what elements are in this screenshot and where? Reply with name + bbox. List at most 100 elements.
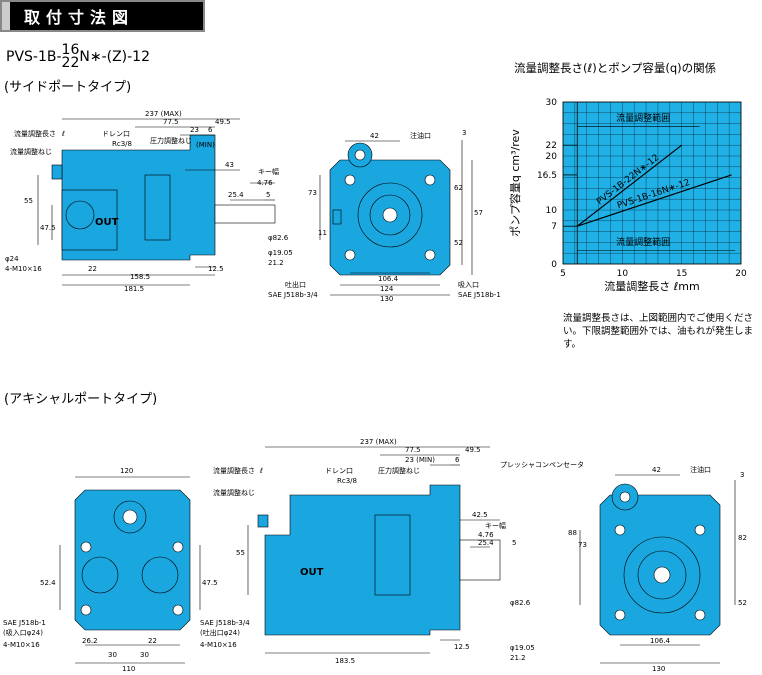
side-label-min: (MIN) [196, 141, 215, 149]
axial-dim-5: 5 [512, 539, 516, 547]
x-tick-label-10: 10 [617, 269, 629, 279]
axial-dim-1835: 183.5 [335, 657, 355, 665]
side-label-suction: 吸入口 [458, 281, 479, 289]
x-tick-label-5: 5 [560, 269, 566, 279]
side-label-discharge: 吐出口 [285, 280, 306, 289]
axial-label-flow-screw: 流量調整ねじ [213, 488, 255, 497]
side-dim-495: 49.5 [215, 118, 231, 126]
axial-label-oil: 注油口 [690, 465, 711, 474]
axial-label-rc: Rc3/8 [337, 477, 357, 485]
range-label-bottom: 流量調整範囲 [616, 236, 670, 248]
x-tick-label-20: 20 [735, 269, 747, 279]
axial-dim-82: 82 [738, 534, 747, 542]
axial-dim-42: 42 [652, 466, 661, 474]
axial-dim-775: 77.5 [405, 446, 421, 454]
side-label-out: OUT [95, 217, 119, 228]
axial-dim-phi19: φ19.05 [510, 644, 535, 652]
axial-dim-495: 49.5 [465, 446, 481, 454]
axial-port-drawing: 120 52.4 47.5 26.2 22 30 30 110 SAE J518… [3, 438, 747, 673]
side-dim-phi19: φ19.05 [268, 249, 293, 257]
page-header: 取付寸法図 [0, 0, 205, 32]
axial-dim-23min: 23 (MIN) [405, 456, 435, 464]
side-dim-42: 42 [370, 132, 379, 140]
header-block [2, 2, 10, 30]
side-dim-775: 77.5 [163, 118, 179, 126]
axial-label-out: OUT [300, 567, 324, 578]
axial-dim-425: 42.5 [472, 511, 488, 519]
axial-label-drain: ドレン口 [325, 467, 353, 475]
side-label-phi24: φ24 [5, 255, 19, 263]
side-label-pr-screw: 圧力調整ねじ [150, 136, 192, 145]
side-dim-237: 237 (MAX) [145, 110, 182, 118]
axial-dim-120: 120 [120, 467, 133, 475]
axial-dim-30b: 30 [140, 651, 149, 659]
side-dim-125: 12.5 [208, 265, 224, 273]
series-line-1 [577, 174, 732, 227]
y-tick-label-10: 10 [546, 206, 558, 216]
axial-label-sae1b: (吸入口φ24) [3, 629, 43, 637]
side-dim-62: 62 [454, 184, 463, 192]
side-dim-1585: 158.5 [130, 273, 150, 281]
side-dim-476: 4.76 [257, 179, 273, 187]
axial-label-pr-screw: 圧力調整ねじ [378, 466, 420, 475]
side-label-flow-screw: 流量調整ねじ [10, 147, 52, 156]
side-port-caption: (サイドポートタイプ) [4, 80, 132, 95]
side-dim-3: 3 [462, 129, 466, 137]
side-dim-130: 130 [380, 295, 393, 303]
axial-dim-6: 6 [455, 456, 460, 464]
axial-dim-130: 130 [652, 665, 665, 673]
axial-dim-212: 21.2 [510, 654, 526, 662]
axial-dim-1064: 106.4 [650, 637, 671, 645]
axial-dim-3: 3 [740, 471, 744, 479]
model-suffix: N∗-(Z)-12 [79, 49, 150, 65]
side-dim-phi826: φ82.6 [268, 234, 289, 242]
axial-label-bolt-left: 4-M10×16 [3, 641, 40, 649]
model-size-bottom: 22 [61, 55, 80, 71]
x-tick-label-15: 15 [676, 269, 687, 279]
side-label-suction-sae: SAE J518b-1 [458, 291, 500, 299]
axial-dim-262: 26.2 [82, 637, 98, 645]
side-dim-254: 25.4 [228, 191, 244, 199]
page-title: 取付寸法図 [24, 8, 135, 27]
axial-dim-237: 237 (MAX) [360, 438, 397, 446]
side-dim-475: 47.5 [40, 224, 56, 232]
side-port-drawing: 237 (MAX) 77.5 49.5 23 6 (MIN) 43 25.4 5… [5, 110, 500, 303]
axial-dim-476: 4.76 [478, 531, 494, 539]
side-dim-22: 22 [88, 265, 97, 273]
chart-grid [562, 101, 742, 265]
chart-ylabel: ポンプ容量q cm³/rev [508, 129, 522, 237]
side-dim-1815: 181.5 [124, 285, 144, 293]
chart-note: 流量調整長さは、上図範囲内でご使用ください。下限調整範囲外では、油もれが発生しま… [563, 313, 754, 350]
side-dim-73: 73 [308, 189, 317, 197]
side-dim-43: 43 [225, 161, 234, 169]
axial-label-l: ℓ [259, 467, 263, 475]
side-dim-1064: 106.4 [378, 275, 399, 283]
axial-dim-254: 25.4 [478, 539, 494, 547]
axial-label-bolt-right: 4-M10×16 [200, 641, 237, 649]
side-label-oil: 注油口 [410, 131, 431, 140]
y-tick-label-22: 22 [546, 141, 557, 151]
side-label-bolt: 4-M10×16 [5, 265, 42, 273]
axial-dim-475: 47.5 [202, 579, 218, 587]
axial-label-flow-len: 流量調整長さ [213, 466, 255, 475]
axial-dim-110: 110 [122, 665, 135, 673]
axial-dim-524: 52.4 [40, 579, 56, 587]
side-dim-55: 55 [24, 197, 33, 205]
axial-dim-73: 73 [578, 541, 587, 549]
side-label-rc: Rc3/8 [112, 140, 132, 148]
side-label-discharge-sae: SAE J518b-3/4 [268, 291, 318, 299]
side-dim-57: 57 [474, 209, 483, 217]
axial-dim-125: 12.5 [454, 643, 470, 651]
axial-label-sae2: SAE J518b-3/4 [200, 619, 250, 627]
side-dim-124: 124 [380, 285, 394, 293]
model-size-top: 16 [61, 42, 80, 58]
axial-dim-52: 52 [738, 599, 747, 607]
side-dim-11: 11 [318, 229, 327, 237]
side-dim-212: 21.2 [268, 259, 284, 267]
chart-title: 流量調整長さ(ℓ)とポンプ容量(q)の関係 [514, 61, 717, 75]
series-line-0 [576, 144, 683, 227]
axial-dim-30a: 30 [108, 651, 117, 659]
